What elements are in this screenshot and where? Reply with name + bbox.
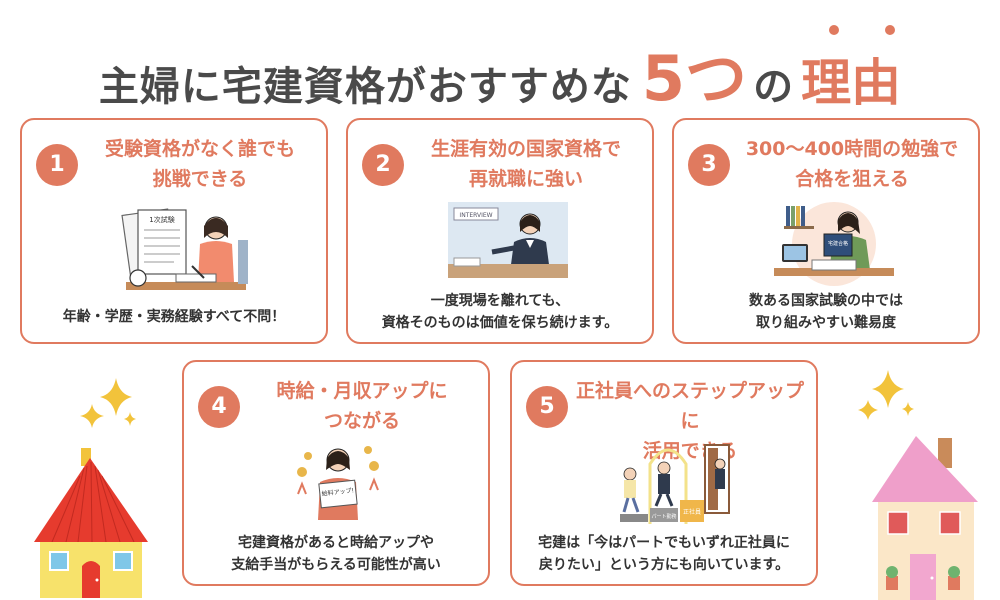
reason-title: 300〜400時間の勉強で合格を狙える	[745, 138, 959, 190]
reason-title: 生涯有効の国家資格で再就職に強い	[430, 138, 621, 190]
reason-number-badge: 3	[688, 144, 730, 186]
sparkle-icon	[80, 378, 136, 428]
reason-number-badge: 1	[36, 144, 78, 186]
sparkle-icon	[858, 370, 914, 420]
reason-number-badge: 5	[526, 386, 568, 428]
title-main: 主婦に宅建資格がおすすめな	[98, 64, 632, 110]
emphasis-dot	[829, 25, 840, 35]
exam-woman-illustration: 1次試験	[121, 208, 248, 290]
interview-illustration: INTERVIEW	[448, 202, 568, 278]
career-step-illustration: パート勤務 正社員	[620, 444, 730, 524]
reason-card-2: 2 生涯有効の国家資格で再就職に強い INTERVIEW 一度現場を離れても、資…	[346, 118, 654, 344]
salary-up-illustration: 給料アップ!	[297, 446, 379, 520]
title-number: 5つ	[641, 42, 748, 115]
title-particle: の	[753, 64, 794, 110]
study-book-label: 宅建合格	[828, 240, 848, 247]
reason-description: 年齢・学歴・実務経験すべて不問！	[62, 309, 286, 325]
reason-number-badge: 4	[198, 386, 240, 428]
salary-paper-label: 給料アップ!	[321, 486, 354, 497]
reason-title: 受験資格がなく誰でも挑戦できる	[104, 138, 295, 190]
reason-description: 宅建は「今はパートでもいずれ正社員に戻りたい」という方にも向いています。	[538, 535, 790, 573]
reason-card-5: 5 正社員へのステップアップに活用できる パート勤務 正社員 宅建は「今はパート…	[510, 360, 818, 586]
reason-description: 数ある国家試験の中では取り組みやすい難易度	[749, 293, 903, 331]
reason-card-4: 4 時給・月収アップにつながる 給料アップ! 宅建資格があると時給アップや支給手…	[182, 360, 490, 586]
step-label-regular: 正社員	[683, 508, 701, 516]
reason-card-3: 3 300〜400時間の勉強で合格を狙える 宅建合格 数ある国家試験の中では取り…	[672, 118, 980, 344]
exam-paper-label: 1次試験	[149, 215, 174, 224]
study-woman-illustration: 宅建合格	[774, 202, 894, 286]
title-emphasis: 理由	[801, 25, 901, 115]
reason-card-1: 1 受験資格がなく誰でも挑戦できる 1次試験 年齢・学歴・実務経験すべて不問！	[20, 118, 328, 344]
reason-number-badge: 2	[362, 144, 404, 186]
house-right-illustration	[872, 436, 978, 600]
interview-sign-label: INTERVIEW	[459, 212, 492, 219]
reason-description: 宅建資格があると時給アップや支給手当がもらえる可能性が高い	[231, 535, 441, 573]
reason-description: 一度現場を離れても、資格そのものは価値を保ち続けます。	[381, 293, 619, 331]
step-label-part-time: パート勤務	[651, 513, 676, 520]
house-left-illustration	[34, 448, 148, 598]
emphasis-dot	[885, 25, 896, 35]
reason-title: 時給・月収アップにつながる	[276, 380, 448, 432]
